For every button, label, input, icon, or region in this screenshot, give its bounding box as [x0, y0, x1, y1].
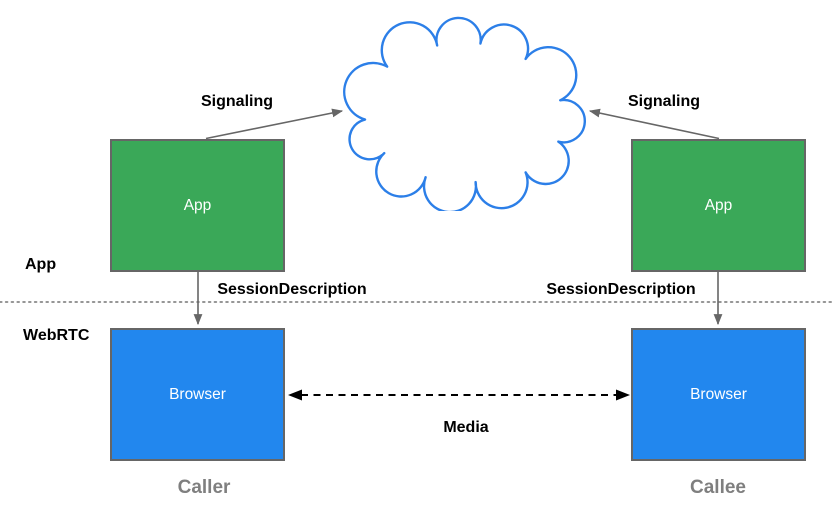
browser-box-caller: Browser: [110, 328, 285, 461]
signaling-arrow-caller: [205, 108, 344, 140]
app-box-caller: App: [110, 139, 285, 272]
browser-box-caller-label: Browser: [169, 385, 226, 403]
session-description-label-callee: SessionDescription: [546, 281, 696, 298]
signaling-cloud: [343, 16, 586, 211]
app-box-callee: App: [631, 139, 806, 272]
signaling-arrow-callee: [588, 108, 720, 140]
session-description-label-caller: SessionDescription: [217, 281, 367, 298]
cloud-icon: [343, 16, 586, 211]
layer-label-app: App: [25, 256, 57, 273]
role-label-callee: Callee: [690, 477, 746, 498]
media-label: Media: [443, 419, 489, 436]
layer-label-webrtc: WebRTC: [23, 327, 90, 344]
media-arrowhead-left-icon: [288, 389, 302, 401]
signaling-label-callee: Signaling: [628, 93, 700, 110]
role-label-caller: Caller: [177, 477, 231, 498]
signaling-label-caller: Signaling: [201, 93, 273, 110]
media-arrowhead-right-icon: [616, 389, 630, 401]
app-box-caller-label: App: [183, 196, 212, 214]
app-box-callee-label: App: [704, 196, 733, 214]
browser-box-callee-label: Browser: [690, 385, 747, 403]
browser-box-callee: Browser: [631, 328, 806, 461]
